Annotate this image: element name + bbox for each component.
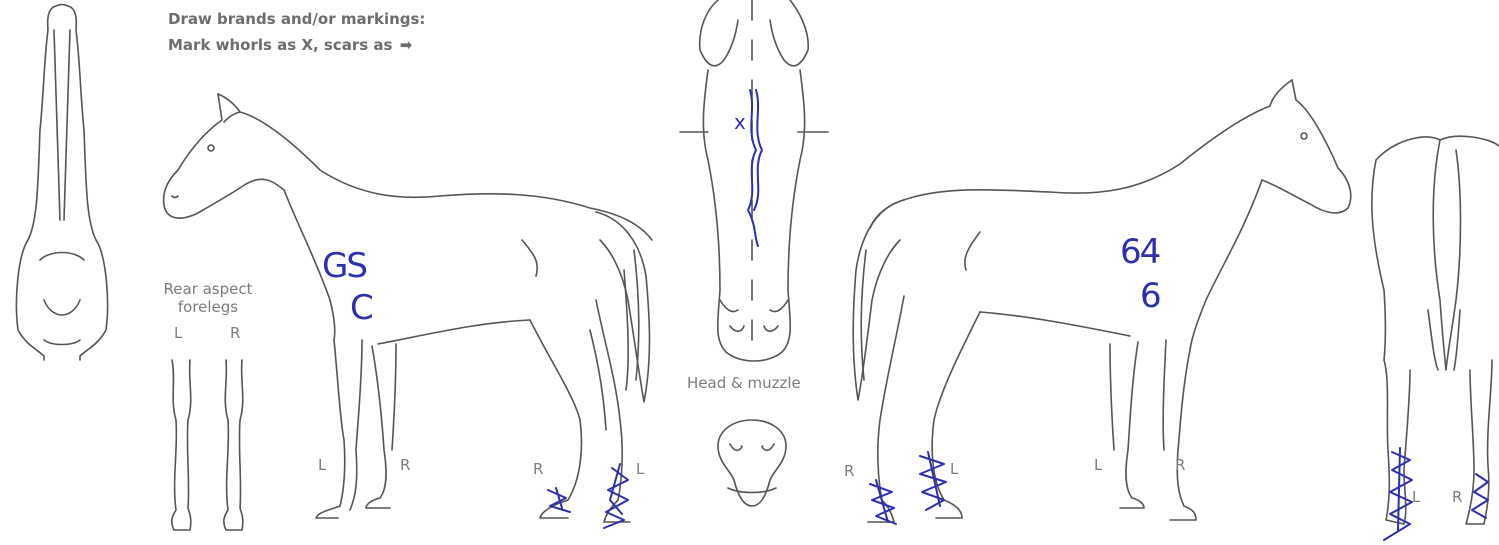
left-horse-foreleg-right-label: R xyxy=(400,456,410,474)
right-horse-hindleg-right-label: R xyxy=(844,462,854,480)
rear-aspect-left-label: L xyxy=(174,324,182,342)
whorl-mark: x xyxy=(734,110,746,134)
left-horse-hindleg-right-label: R xyxy=(533,460,543,478)
rear-view-horse xyxy=(1372,136,1499,524)
top-view-horse xyxy=(16,5,107,361)
rear-aspect-forelegs xyxy=(172,360,243,530)
head-front-view xyxy=(680,0,828,361)
blaze-marking xyxy=(748,90,762,246)
right-side-brand-line-2: 6 xyxy=(1140,276,1162,316)
rear-view-right-label: R xyxy=(1452,488,1462,506)
right-horse-hindleg-left-label: L xyxy=(950,460,958,478)
rear-aspect-title-line-1: Rear aspect xyxy=(152,280,264,298)
left-side-brand-line-2: C xyxy=(350,288,374,328)
left-horse-hindleg-left-label: L xyxy=(636,460,644,478)
left-horse-foreleg-left-label: L xyxy=(318,456,326,474)
rear-aspect-right-label: R xyxy=(230,324,240,342)
sock-right-horse-fore-left xyxy=(920,452,946,510)
right-side-brand-line-1: 64 xyxy=(1120,232,1159,272)
muzzle xyxy=(718,420,786,506)
left-side-brand-line-1: GS xyxy=(322,246,366,286)
rear-aspect-title-line-2: forelegs xyxy=(152,298,264,316)
sock-left-horse-hind-left xyxy=(604,464,628,528)
pen-markings xyxy=(548,90,1488,540)
right-horse-foreleg-right-label: R xyxy=(1175,456,1185,474)
head-muzzle-label: Head & muzzle xyxy=(687,374,801,392)
rear-aspect-title: Rear aspect forelegs xyxy=(152,280,264,316)
rear-view-left-label: L xyxy=(1412,488,1420,506)
right-horse-foreleg-left-label: L xyxy=(1094,456,1102,474)
